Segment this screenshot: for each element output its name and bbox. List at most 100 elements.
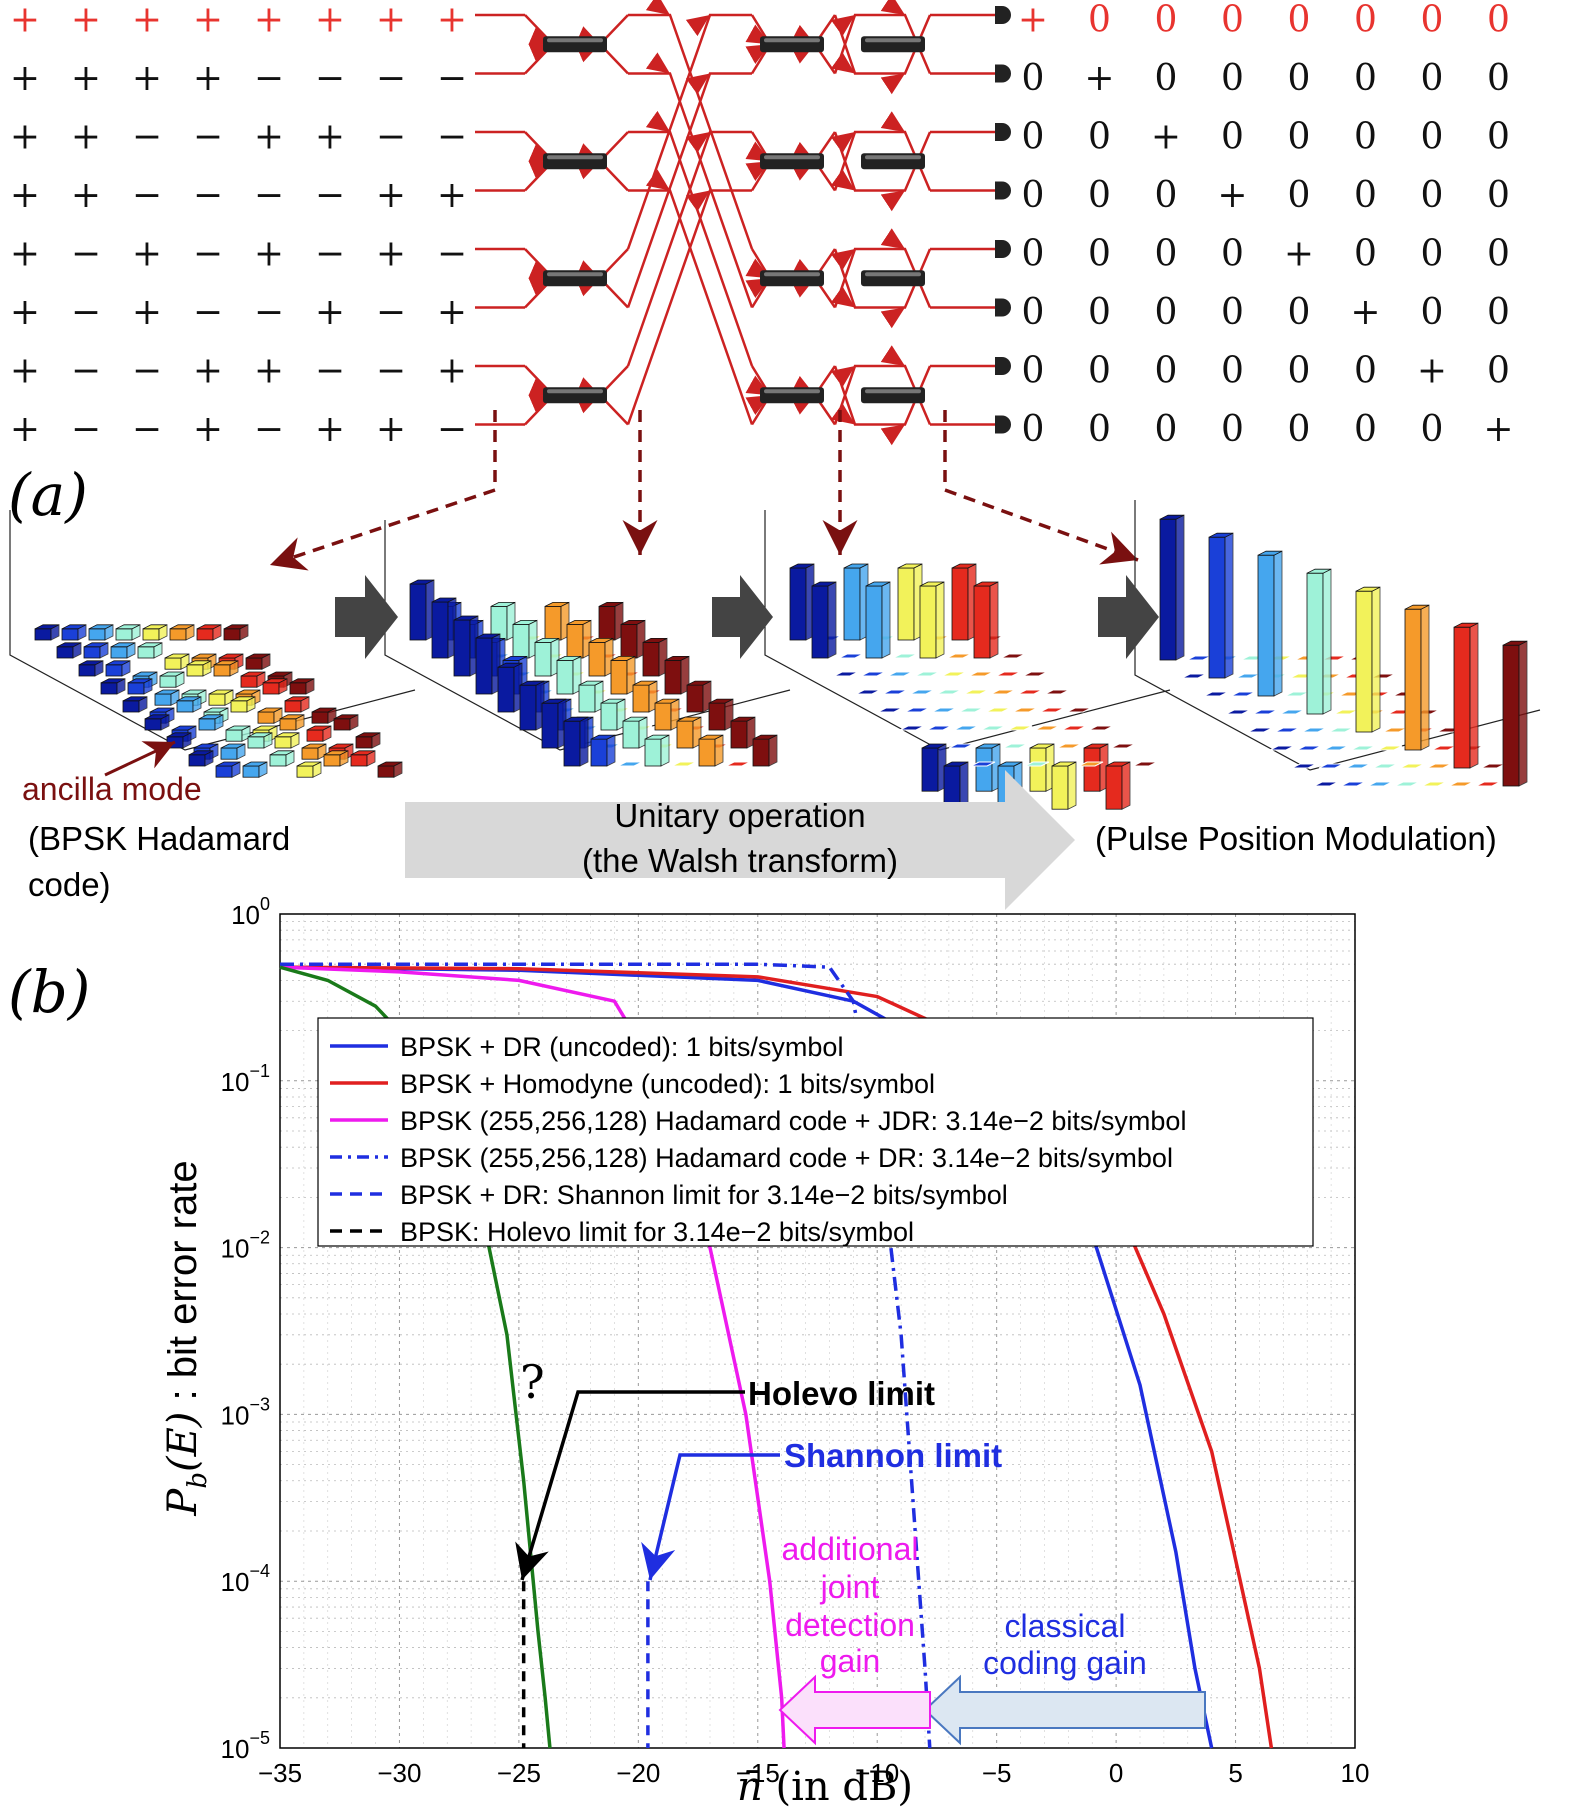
input-symbol-r3-c5: − [315,175,345,216]
bar-front-r3-c0 [100,682,118,695]
bar-top-r7-c4 [296,761,322,767]
jdr-gain-line3: detection [785,1607,915,1643]
bar-front-r0-c1 [61,628,79,641]
bar-side-r0-c0 [1175,514,1185,661]
detector-0 [995,6,1011,24]
splitter-stage2-3-shine [764,389,820,394]
bar-top-r2-c5 [213,660,239,666]
wg-cross-d3 [628,169,754,425]
x-tick-label: −20 [616,1758,660,1788]
bar-front-r0-c0 [789,567,807,641]
y-tick-label: 10−5 [221,1728,270,1764]
bar-top-r7-c1 [215,761,241,767]
bar-top-r1-c6 [973,581,999,587]
output-symbol-r5-c6: 0 [1421,292,1444,333]
x-tick-label: −10 [855,1758,899,1788]
jdr-gain-line4: gain [820,1643,881,1679]
bar-front-r1-c2 [110,646,128,659]
output-symbol-r2-c0: 0 [1022,117,1045,158]
bar-front-r4-c7 [686,684,704,713]
input-symbol-r5-c1: − [71,292,101,333]
bar-front-r6-c7 [730,720,748,749]
legend-label-0: BPSK + DR (uncoded): 1 bits/symbol [400,1032,843,1062]
bar-top-r5-c5 [1404,604,1430,610]
bar-side-r4-c4 [1371,586,1381,733]
bar-flat-r5-c6 [1431,745,1457,751]
bar-flat-r6-c4 [1399,763,1425,769]
output-symbol-r7-c4: 0 [1288,409,1311,450]
legend-label-1: BPSK + Homodyne (uncoded): 1 bits/symbol [400,1069,935,1099]
bar-flat-r3-c5 [990,689,1016,695]
photonic-circuit [475,0,1011,446]
input-symbol-r3-c4: − [254,175,284,216]
bar-top-r6-c4 [1029,743,1055,749]
bar-top-r6-c2 [220,743,246,749]
bar-side-r7-c0 [579,716,589,767]
bar-flat-r7-c5 [1078,761,1104,767]
bar-top-r0-c4 [897,563,923,569]
y-tick-exponent: −1 [249,1061,270,1081]
output-symbol-r6-c7: 0 [1487,351,1510,392]
bar-front-r7-c3 [269,754,287,767]
input-symbol-r2-c7: − [437,117,467,158]
bar-top-r5-c0 [144,714,170,720]
bar-top-r6-c7 [730,716,756,722]
bar-top-r6-c0 [541,698,567,704]
bar-top-r6-c6 [1453,622,1479,628]
bar-top-r2-c2 [132,671,158,677]
bar-front-r3-c1 [127,682,145,695]
bar-top-r2-c3 [159,671,185,677]
bar-flat-r2-c0 [833,671,859,677]
legend-label-4: BPSK + DR: Shannon limit for 3.14e−2 bit… [400,1180,1008,1210]
bar-top-r5-c7 [708,698,734,704]
input-symbol-r1-c6: − [376,58,406,99]
bar-front-r7-c5 [698,738,716,767]
bar-side-r7-c5 [714,734,724,767]
output-symbol-r6-c0: 0 [1022,351,1045,392]
input-symbol-r7-c3: + [193,409,223,450]
output-symbol-r1-c1: + [1084,58,1114,99]
wg-cross-u2 [626,130,752,367]
bar-flat-r4-c4 [985,707,1011,713]
bar-front-r4-c4 [230,700,248,713]
input-symbol-r6-c7: + [437,351,467,392]
bar-flat-r4-c5 [1012,707,1038,713]
bar-flat-r5-c1 [1296,745,1322,751]
legend-box [317,1017,1314,1247]
bar-top-r2-c5 [588,638,614,643]
bar-flat-r4-c1 [1274,727,1300,733]
bar-front-r0-c0 [34,628,52,641]
bar-front-r1-c0 [431,601,449,659]
bar-flat-r6-c7 [1480,763,1506,769]
bar-top-r3-c4 [208,689,234,695]
bar-top-r7-c5 [698,734,724,740]
bar-flat-r6-c3 [1372,763,1398,769]
bar-front-r0-c5 [169,628,187,641]
output-symbol-r4-c5: 0 [1354,234,1377,275]
bar-top-r3-c3 [181,689,207,695]
bar-top-r7-c7 [1502,640,1528,646]
legend-label-3: BPSK (255,256,128) Hadamard code + DR: 3… [400,1143,1173,1173]
bar-flat-r3-c1 [1252,709,1278,715]
step-arrow-3 [1098,575,1159,659]
bar-front-r4-c2 [176,700,194,713]
bar-top-r0-c2 [843,563,869,569]
bar-front-r3-c6 [262,682,280,695]
y-tick-exponent: −2 [249,1228,270,1248]
jdr-gain-arrow [778,1674,931,1746]
bar-top-r0-c3 [115,624,141,630]
bar-side-r7-c3 [660,734,670,767]
y-tick-base: 10 [231,900,260,930]
bar-flat-r4-c3 [958,707,984,713]
bar-top-r0-c0 [409,579,435,585]
bar-top-r1-c5 [566,620,592,625]
bar-front-r0-c0 [409,583,427,641]
shannon-pointer [641,1453,780,1581]
output-symbol-r1-c6: 0 [1421,58,1444,99]
output-symbol-r2-c4: 0 [1288,117,1311,158]
bar-front-r3-c4 [208,693,226,706]
input-symbol-r0-c7: + [437,0,467,41]
bar-top-r0-c6 [196,624,222,630]
x-tick-label: 5 [1228,1758,1242,1788]
